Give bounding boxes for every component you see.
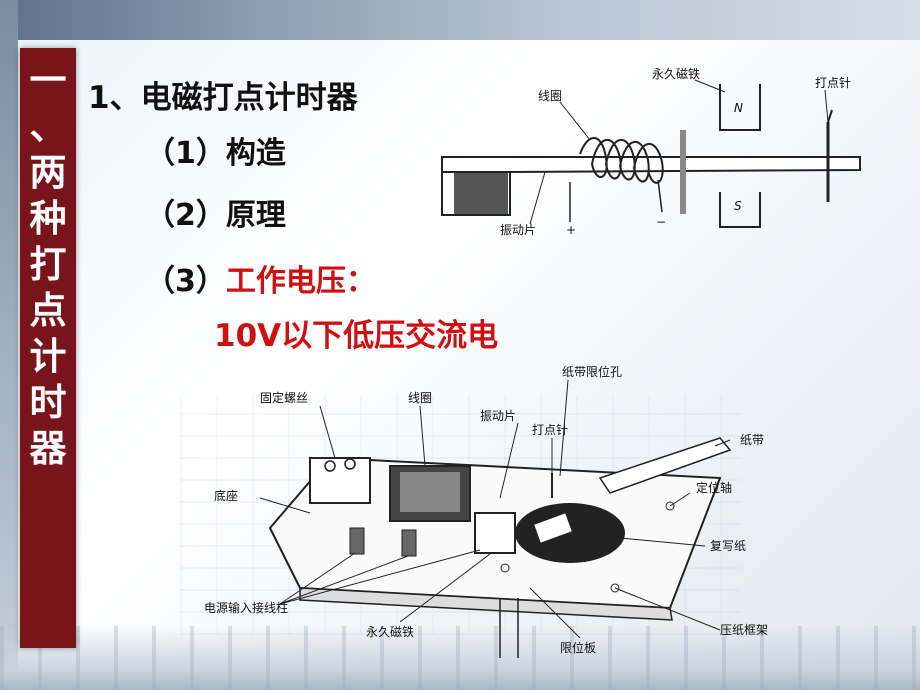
- item-structure: （1）构造: [145, 128, 286, 172]
- item-principle: （2）原理: [145, 190, 286, 234]
- label-axis: 定位轴: [696, 480, 732, 495]
- item-number: （2）: [145, 198, 226, 233]
- label-coil: 线圈: [408, 391, 432, 405]
- label-north: N: [734, 101, 743, 115]
- background-frame-bottom: [0, 626, 920, 690]
- sidebar-title: 一 、 两 种 打 点 计 时 器: [20, 58, 76, 472]
- label-vibrator: 振动片: [480, 409, 516, 423]
- label-vibrator: 振动片: [500, 223, 536, 237]
- sidebar-char: 点: [29, 289, 67, 332]
- sidebar-char: 计: [29, 335, 67, 378]
- voltage-value: 10V以下低压交流电: [214, 318, 499, 354]
- label-coil: 线圈: [538, 89, 562, 103]
- label-magnet: 永久磁铁: [366, 624, 414, 639]
- label-screw: 固定螺丝: [260, 390, 308, 405]
- item-number: （3）: [145, 264, 226, 299]
- label-frame: 压纸框架: [720, 623, 768, 637]
- schematic-diagram: 永久磁铁 打点针 线圈 振动片 N S + −: [441, 66, 861, 237]
- background-frame-left: [0, 0, 18, 690]
- label-terminal: 电源输入接线柱: [204, 600, 288, 615]
- label-base: 底座: [214, 488, 238, 503]
- label-tape-hole: 纸带限位孔: [562, 364, 622, 379]
- sidebar-char: 打: [29, 243, 67, 286]
- item-text: 工作电压：: [225, 264, 376, 299]
- sidebar-char: 两: [29, 151, 67, 194]
- background-frame-top: [0, 0, 920, 40]
- label-needle: 打点针: [815, 75, 851, 90]
- sidebar-char: 一: [29, 59, 67, 102]
- sidebar-char: 、: [29, 105, 67, 148]
- sidebar-char: 器: [29, 427, 67, 470]
- item-text: 构造: [225, 136, 286, 171]
- apparatus-diagram: 固定螺丝 线圈 振动片 纸带限位孔 打点针 纸带 定位轴 底座 复写纸 电源输入…: [204, 364, 768, 658]
- sidebar-char: 种: [29, 197, 67, 240]
- label-south: S: [734, 199, 742, 213]
- item-text: 原理: [225, 198, 286, 233]
- label-tape: 纸带: [740, 433, 764, 447]
- label-limit: 限位板: [560, 640, 596, 655]
- sidebar-banner: [20, 48, 76, 648]
- label-plus: +: [566, 223, 576, 237]
- item-voltage: （3）工作电压：: [145, 256, 376, 300]
- section-heading: 1、电磁打点计时器: [88, 80, 358, 116]
- label-magnet: 永久磁铁: [652, 66, 700, 81]
- item-number: （1）: [145, 136, 226, 171]
- label-carbon: 复写纸: [710, 539, 746, 553]
- sidebar-char: 时: [29, 381, 67, 424]
- label-needle: 打点针: [532, 422, 568, 437]
- label-minus: −: [656, 215, 666, 229]
